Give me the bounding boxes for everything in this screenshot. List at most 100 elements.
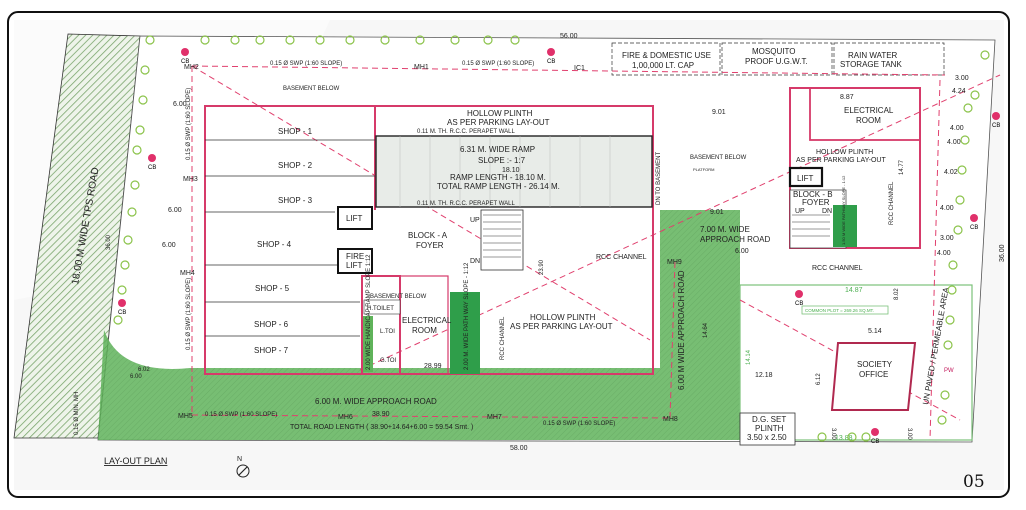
tree-icon (138, 95, 148, 105)
electrical-room-a-label2: ROOM (412, 326, 437, 335)
lift-b-label: LIFT (797, 174, 814, 183)
shop-2-label: SHOP - 2 (278, 161, 313, 170)
stair-b-dn-label: DN (822, 208, 832, 215)
dimensions: 56.00 58.00 36.00 6.00 6.00 6.00 9.01 9.… (130, 33, 1006, 452)
dim-8-87: 8.87 (840, 94, 854, 101)
tree-icon (315, 35, 325, 45)
pipe-label-1: 0.15 Ø SWP (1:60 SLOPE) (270, 61, 342, 67)
approach-road-top-label2: APPROACH ROAD (700, 235, 770, 244)
dim-3-00-b: 3.00 (830, 428, 836, 440)
tree-icon (130, 180, 140, 190)
shop-3-label: SHOP - 3 (278, 196, 313, 205)
pipe-label-4: 0.15 Ø SWP (1:60 SLOPE) (543, 421, 615, 427)
dim-14-14: 14.14 (746, 349, 752, 365)
shop-7-label: SHOP - 7 (254, 346, 289, 355)
shop-1-label: SHOP - 1 (278, 127, 313, 136)
hollow-plinth-b-label: HOLLOW PLINTH (530, 313, 596, 322)
dim-38-90: 38.90 (372, 411, 390, 418)
dim-top: 56.00 (560, 33, 578, 40)
hollow-plinth-block-b-label: HOLLOW PLINTH (816, 149, 873, 156)
stair-up-label: UP (470, 217, 480, 224)
catch-basin-label: CB (970, 225, 978, 231)
ramp-length-label: RAMP LENGTH - 18.10 M. (450, 173, 546, 182)
catch-basin-label: CB (118, 310, 126, 316)
tree-icon (943, 340, 953, 350)
basement-below-b-label: BASEMENT BELOW (690, 155, 747, 161)
dim-6-00-b: 6.00 (168, 207, 182, 214)
hollow-plinth-label: HOLLOW PLINTH (467, 109, 533, 118)
tree-icon (380, 35, 390, 45)
block-b-labels: ELECTRICAL ROOM HOLLOW PLINTH AS PER PAR… (690, 106, 895, 272)
manhole-ic1: IC1 (574, 65, 585, 72)
hollow-plinth-block-b-label2: AS PER PARKING LAY-OUT (796, 157, 886, 164)
rain-tank-label: RAIN WATER (848, 51, 898, 60)
dim-6-12: 6.12 (816, 373, 822, 385)
tree-icon (117, 285, 127, 295)
tree-icon (937, 415, 947, 425)
h-toilet-label: H.TOILET (367, 306, 394, 312)
approach-road-bottom-label: 6.00 M. WIDE APPROACH ROAD (315, 397, 437, 406)
rcc-channel-a-vertical: RCC CHANNEL (500, 316, 506, 360)
tree-icon (200, 35, 210, 45)
tree-icon (483, 35, 493, 45)
tree-icon (945, 315, 955, 325)
block-a-labels: SHOP - 1 SHOP - 2 SHOP - 3 SHOP - 4 SHOP… (254, 86, 714, 370)
dim-9-01-b: 9.01 (710, 209, 724, 216)
shop-4-label: SHOP - 4 (257, 240, 292, 249)
tree-icon (230, 35, 240, 45)
dim-3-00-a: 3.00 (940, 235, 954, 242)
block-a (204, 105, 654, 375)
catch-basin-label: CB (992, 123, 1000, 129)
electrical-room-b-label2: ROOM (856, 116, 881, 125)
dim-9-01-a: 9.01 (712, 109, 726, 116)
tree-icon (948, 260, 958, 270)
manhole-mh2: MH2 (184, 64, 199, 71)
dg-set-label: D.G. SET (752, 415, 786, 424)
manhole-mh6: MH6 (338, 414, 353, 421)
block-b-foyer-label2: FOYER (802, 198, 830, 207)
dim-4-00-b: 4.00 (947, 139, 961, 146)
dn-to-basement-label: DN TO BASEMENT (656, 152, 662, 205)
pipe-label-6: 0.15 Ø SWP (1:60 SLOPE) (186, 278, 192, 350)
dim-6-00-left: 6.00 (130, 374, 142, 380)
society-office-label: SOCIETY (857, 360, 893, 369)
manhole-mh7: MH7 (487, 414, 502, 421)
tree-icon (255, 35, 265, 45)
north-label: N (237, 456, 242, 463)
catch-basin-icon (148, 154, 156, 162)
pipe-label-3: 0.15 Ø SWP (1:60 SLOPE) (205, 412, 277, 418)
approach-road-top-label: 7.00 M. WIDE (700, 225, 750, 234)
dim-4-00-c: 4.00 (940, 205, 954, 212)
catch-basin-icon (118, 299, 126, 307)
tree-icon (861, 432, 871, 442)
dim-bottom: 58.00 (510, 445, 528, 452)
dim-6-00-c: 6.00 (162, 242, 176, 249)
dim-13-88: 13.88 (835, 435, 853, 442)
dim-4-00-a: 4.00 (950, 125, 964, 132)
tree-icon (132, 145, 142, 155)
tree-icon (415, 35, 425, 45)
catch-basin-label: CB (148, 165, 156, 171)
manhole-mh9: MH9 (667, 259, 682, 266)
g-toilet-label: G.TOI (380, 358, 397, 364)
tree-icon (980, 50, 990, 60)
dim-14-64: 14.64 (703, 322, 709, 338)
pipe-label-5: 0.15 Ø SWP (1:60 SLOPE) (186, 88, 192, 160)
manhole-mh3: MH3 (183, 176, 198, 183)
page-number: 05 (963, 472, 985, 492)
tree-icon (145, 35, 155, 45)
pipe-label-2: 0.15 Ø SWP (1:60 SLOPE) (462, 61, 534, 67)
lift-a-label: LIFT (346, 214, 363, 223)
trees (113, 35, 990, 442)
catch-basin-icon (547, 48, 555, 56)
ramp-width-label: 6.31 M. WIDE RAMP (460, 145, 535, 154)
tanks: FIRE & DOMESTIC USE 1,00,000 LT. CAP MOS… (611, 42, 945, 76)
tree-icon (285, 35, 295, 45)
dim-23-90: 23.90 (539, 259, 545, 275)
society-office-label2: OFFICE (859, 370, 888, 379)
stair-b-up-label: UP (795, 208, 805, 215)
handicap-ramp-label: 2.00 WIDE HANDICAP RAMP SLOPE 1:12 (366, 254, 372, 370)
approach-road-vertical-label: 6.00 M WIDE APPROACH ROAD (677, 270, 686, 390)
sheet-title: LAY-OUT PLAN (104, 456, 167, 466)
